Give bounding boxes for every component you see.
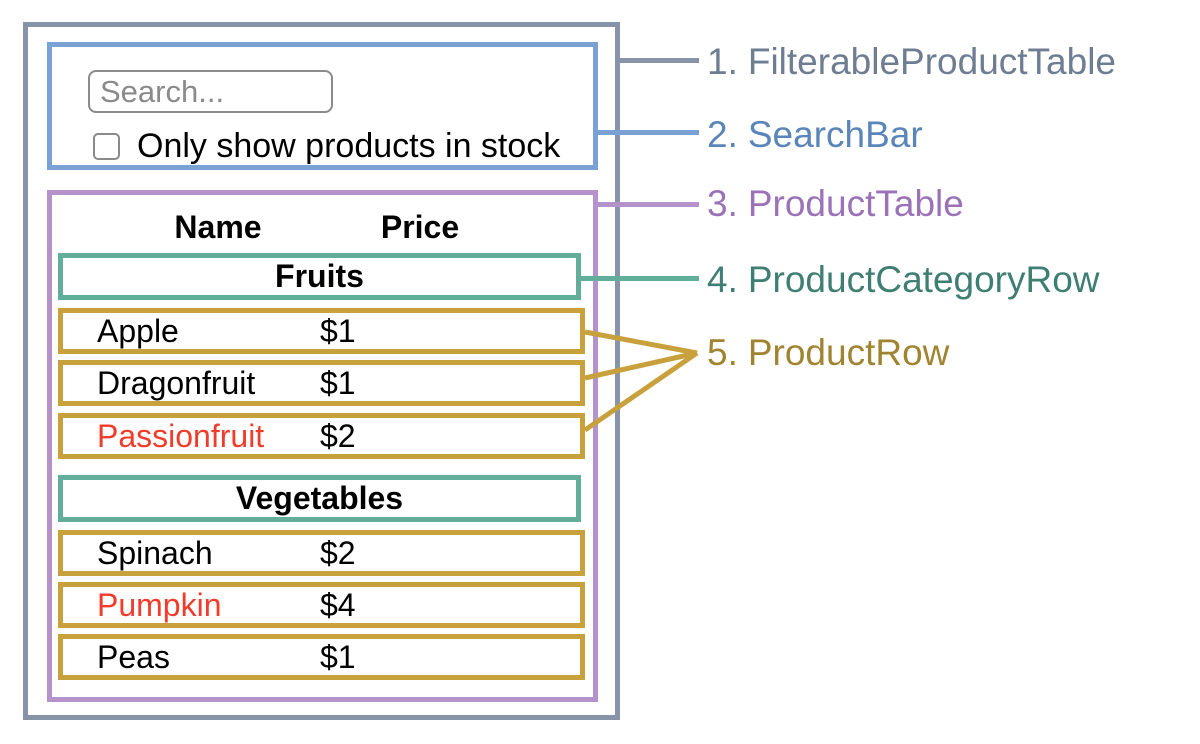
legend-number: 3. (707, 183, 738, 224)
legend-item-filterable-product-table: 1.FilterableProductTable (707, 39, 1116, 85)
product-price: $2 (320, 534, 356, 571)
legend-item-product-table: 3.ProductTable (707, 181, 964, 227)
legend-label: ProductCategoryRow (747, 259, 1100, 300)
product-row-dragonfruit: Dragonfruit $1 (58, 360, 585, 406)
product-row-peas: Peas $1 (58, 634, 585, 680)
category-label: Fruits (275, 258, 364, 294)
product-row-spinach: Spinach $2 (58, 530, 585, 576)
category-row-vegetables: Vegetables (58, 475, 581, 522)
in-stock-checkbox[interactable] (93, 133, 120, 160)
category-row-fruits: Fruits (58, 253, 581, 300)
product-price: $1 (320, 312, 356, 349)
legend-label: ProductRow (747, 332, 950, 373)
product-name: Apple (97, 312, 179, 349)
product-name: Dragonfruit (97, 364, 256, 401)
category-label: Vegetables (235, 480, 404, 516)
in-stock-filter-row: Only show products in stock (93, 127, 560, 166)
in-stock-checkbox-label: Only show products in stock (137, 127, 561, 165)
filterable-product-table-box: Only show products in stock Name Price F… (23, 22, 620, 720)
product-row-connector-fan (583, 329, 699, 433)
column-header-name: Name (174, 209, 262, 245)
legend-item-search-bar: 2.SearchBar (707, 112, 923, 158)
column-header-price: Price (380, 209, 460, 245)
connector-filterable-product-table (615, 58, 699, 63)
product-row-passionfruit: Passionfruit $2 (58, 413, 585, 459)
product-price: $2 (320, 417, 356, 454)
legend-label: ProductTable (747, 183, 964, 224)
product-name: Spinach (97, 534, 213, 571)
product-name: Peas (97, 638, 170, 675)
legend-label: FilterableProductTable (747, 41, 1116, 82)
search-bar-box: Only show products in stock (47, 42, 598, 170)
legend-item-product-category-row: 4.ProductCategoryRow (707, 257, 1100, 303)
connector-search-bar (593, 130, 699, 135)
legend-number: 4. (707, 259, 738, 300)
connector-product-category-row (576, 276, 699, 281)
search-input[interactable] (88, 70, 333, 113)
legend-number: 5. (707, 332, 738, 373)
legend-number: 2. (707, 114, 738, 155)
legend-item-product-row: 5.ProductRow (707, 330, 949, 376)
product-row-apple: Apple $1 (58, 308, 585, 354)
product-name: Passionfruit (97, 417, 265, 454)
product-price: $1 (320, 638, 356, 675)
legend-number: 1. (707, 41, 738, 82)
product-name: Pumpkin (97, 586, 222, 623)
connector-product-table (593, 202, 699, 207)
product-row-pumpkin: Pumpkin $4 (58, 582, 585, 628)
product-price: $4 (320, 586, 356, 623)
legend-label: SearchBar (747, 114, 923, 155)
product-table-box: Name Price Fruits Apple $1 Dragonfruit $… (47, 190, 598, 702)
product-price: $1 (320, 364, 356, 401)
